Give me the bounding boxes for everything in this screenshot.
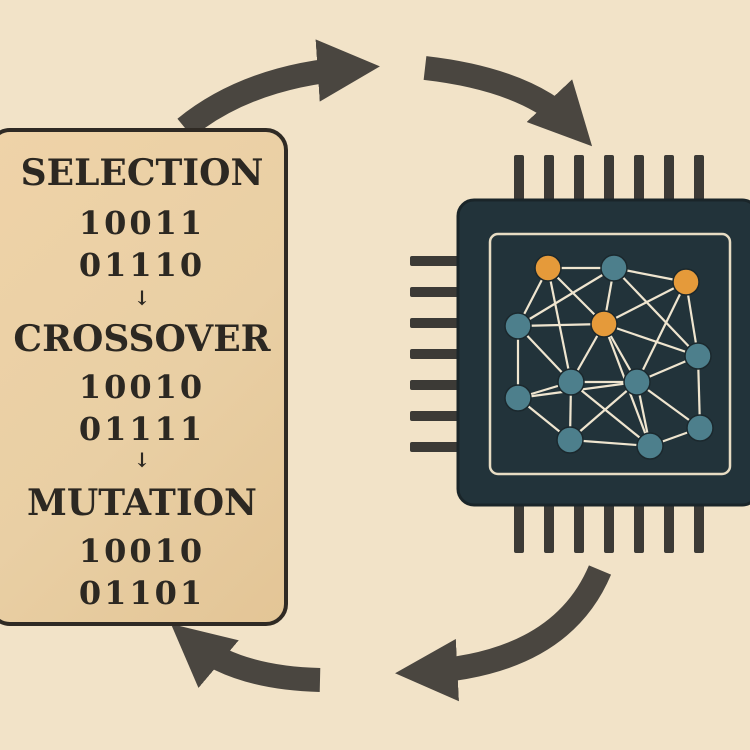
genetic-operations-panel: SELECTION 10011 01110 ↓ CROSSOVER 10010 … [0,128,288,626]
down-arrow-icon: ↓ [133,448,151,472]
cycle-arrow-bottom-right [395,565,612,702]
network-node-orange [590,310,618,338]
down-arrow-icon: ↓ [133,286,151,310]
cycle-arrow-top-right [423,56,593,147]
network-node-teal [636,432,664,460]
network-node-teal [600,254,628,282]
stage-title-mutation: MUTATION [27,482,257,524]
crossover-bits-1: 10010 [78,368,206,406]
network-node-teal [686,414,714,442]
network-node-teal [623,368,651,396]
network-node-teal [504,384,532,412]
network-node-orange [672,268,700,296]
selection-bits-2: 01110 [78,246,206,284]
network-node-orange [534,254,562,282]
cycle-arrow-bottom-left [170,623,321,692]
cycle-arrow-top-left [177,39,380,138]
network-node-teal [684,342,712,370]
stage-title-crossover: CROSSOVER [13,318,271,360]
mutation-bits-1: 10010 [78,532,206,570]
network-nodes [504,254,714,460]
chip-inner-border [488,232,732,476]
network-node-teal [556,426,584,454]
mutation-bits-2: 01101 [78,574,206,612]
selection-bits-1: 10011 [78,204,206,242]
network-node-teal [557,368,585,396]
network-node-teal [504,312,532,340]
chip-pins [410,155,704,553]
stage-title-selection: SELECTION [20,152,264,194]
crossover-bits-2: 01111 [78,410,206,448]
